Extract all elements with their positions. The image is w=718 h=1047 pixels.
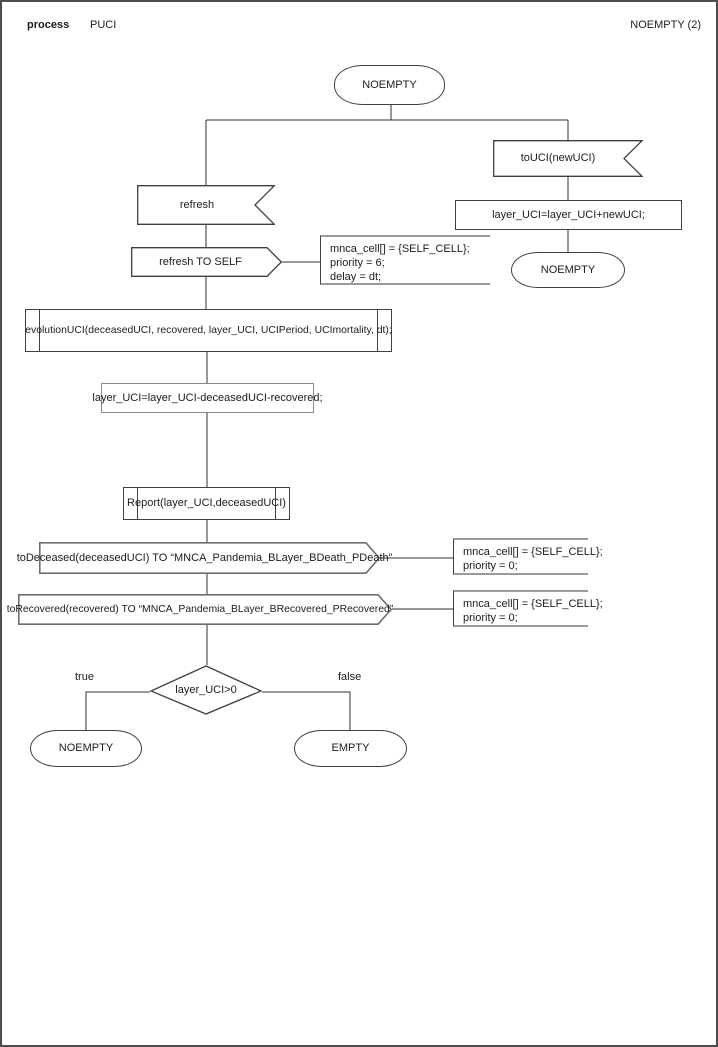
procedure-label: Report(layer_UCI,deceasedUCI) xyxy=(127,497,286,510)
input-refresh[interactable]: refresh xyxy=(137,185,275,225)
header-page-title: NOEMPTY (2) xyxy=(630,19,701,31)
signal-input-shape xyxy=(493,140,643,177)
header-process-name: PUCI xyxy=(90,19,117,31)
state-label: NOEMPTY xyxy=(58,742,114,755)
decision-layer-uci[interactable]: layer_UCI>0 xyxy=(150,665,262,715)
input-label: refresh xyxy=(179,198,215,211)
state-noempty-true[interactable]: NOEMPTY xyxy=(30,730,142,767)
output-todeceased[interactable]: toDeceased(deceasedUCI) TO “MNCA_Pandemi… xyxy=(17,542,392,574)
state-label: NOEMPTY xyxy=(540,263,596,276)
state-label: NOEMPTY xyxy=(362,78,417,91)
state-label: EMPTY xyxy=(331,742,370,755)
comment-line: delay = dt; xyxy=(330,271,382,284)
output-label: refresh TO SELF xyxy=(159,255,242,268)
comment-recovered-params[interactable]: mnca_cell[] = {SELF_CELL}; priority = 0; xyxy=(453,590,603,627)
output-refresh-to-self[interactable]: refresh TO SELF xyxy=(131,247,282,277)
task-layer-uci-add[interactable]: layer_UCI=layer_UCI+newUCI; xyxy=(455,200,682,230)
branch-label-false: false xyxy=(338,671,362,683)
task-label: layer_UCI=layer_UCI-deceasedUCI-recovere… xyxy=(92,391,323,404)
signal-output-shape xyxy=(18,594,392,625)
state-noempty-right[interactable]: NOEMPTY xyxy=(511,252,625,288)
comment-line: priority = 0; xyxy=(463,560,518,573)
comment-line: mnca_cell[] = {SELF_CELL}; xyxy=(463,598,603,610)
comment-line: mnca_cell[] = {SELF_CELL}; xyxy=(463,546,603,558)
output-label: toRecovered(recovered) TO “MNCA_Pandemia… xyxy=(6,603,394,615)
decision-label: layer_UCI>0 xyxy=(175,683,237,696)
branch-label-true: true xyxy=(75,671,94,683)
signal-output-shape xyxy=(131,247,282,277)
output-torecovered[interactable]: toRecovered(recovered) TO “MNCA_Pandemia… xyxy=(7,594,393,625)
comment-deceased-params[interactable]: mnca_cell[] = {SELF_CELL}; priority = 0; xyxy=(453,538,603,575)
signal-input-shape xyxy=(137,185,275,225)
input-label: toUCI(newUCI) xyxy=(520,152,596,165)
comment-line: priority = 6; xyxy=(330,257,385,270)
state-empty-false[interactable]: EMPTY xyxy=(294,730,407,767)
output-label: toDeceased(deceasedUCI) TO “MNCA_Pandemi… xyxy=(16,551,393,564)
state-noempty-start[interactable]: NOEMPTY xyxy=(334,65,445,105)
procedure-call-report[interactable]: Report(layer_UCI,deceasedUCI) xyxy=(123,487,290,520)
decision-diamond-shape xyxy=(150,665,262,715)
header-kind-label: process xyxy=(27,19,70,31)
signal-output-shape xyxy=(39,542,380,574)
task-label: layer_UCI=layer_UCI+newUCI; xyxy=(492,208,645,221)
procedure-label: evolutionUCI(deceasedUCI, recovered, lay… xyxy=(25,324,392,336)
comment-line: priority = 0; xyxy=(463,612,518,625)
comment-refresh-params[interactable]: mnca_cell[] = {SELF_CELL}; priority = 6;… xyxy=(320,235,490,285)
procedure-call-evolutionuci[interactable]: evolutionUCI(deceasedUCI, recovered, lay… xyxy=(25,309,392,352)
input-touci[interactable]: toUCI(newUCI) xyxy=(493,140,643,177)
comment-line: mnca_cell[] = {SELF_CELL}; xyxy=(330,243,470,255)
task-layer-uci-subtract[interactable]: layer_UCI=layer_UCI-deceasedUCI-recovere… xyxy=(92,383,323,413)
